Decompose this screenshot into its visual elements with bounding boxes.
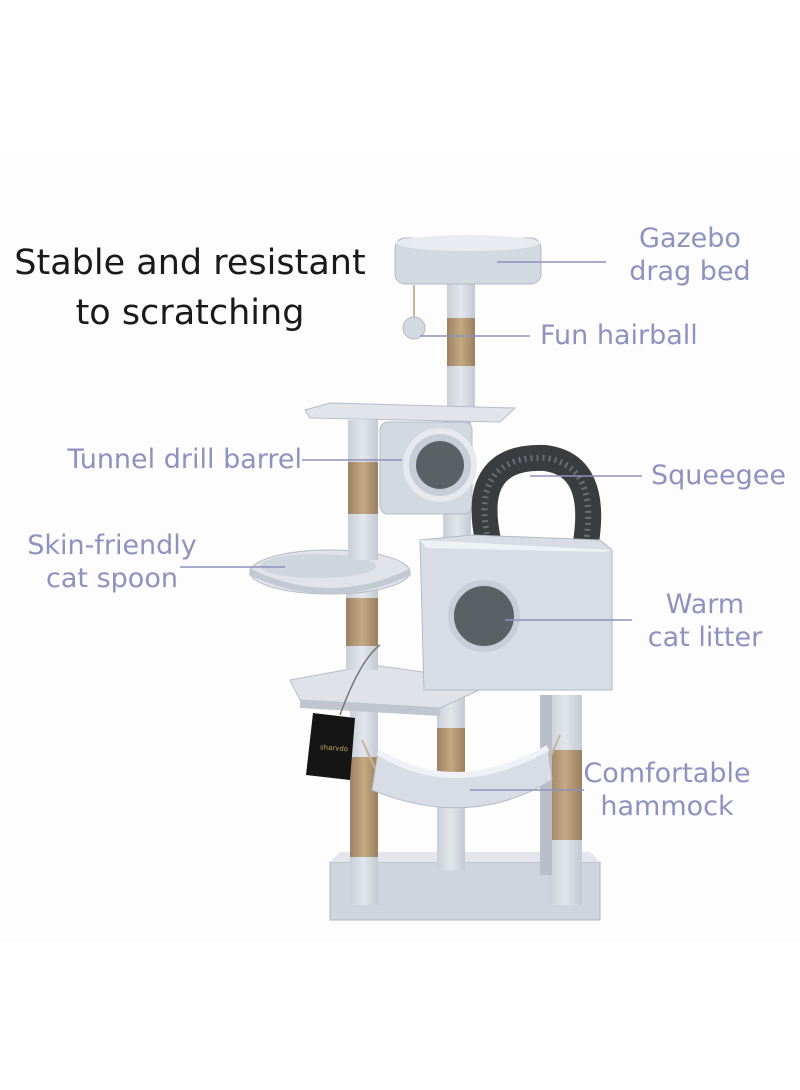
label-warm-cat-litter: Warm cat litter — [630, 588, 780, 654]
hang-tag: sharvdo — [306, 644, 381, 780]
hairball-toy — [402, 285, 426, 340]
hammock — [361, 734, 561, 809]
label-spoon-line-1: Skin-friendly — [27, 530, 197, 561]
label-gazebo-line-1: Gazebo — [639, 223, 741, 254]
squeegee-brush — [471, 444, 602, 561]
post-right-lower — [548, 695, 582, 905]
label-gazebo-drag-bed: Gazebo drag bed — [610, 222, 770, 288]
tag-brand: sharvdo — [320, 743, 349, 753]
cat-condo — [419, 534, 613, 691]
cat-spoon-bowl — [248, 549, 412, 595]
headline-line-2: to scratching — [75, 293, 305, 333]
label-fun-hairball: Fun hairball — [540, 320, 698, 351]
label-hammock-line-1: Comfortable — [583, 758, 751, 789]
post-right-back — [540, 695, 552, 875]
label-gazebo-line-2: drag bed — [629, 256, 751, 287]
headline-line-1: Stable and resistant — [14, 243, 366, 283]
label-squeegee: Squeegee — [651, 460, 786, 491]
middle-platform — [304, 402, 517, 423]
label-comfortable-hammock: Comfortable hammock — [582, 757, 752, 823]
label-skin-friendly-cat-spoon: Skin-friendly cat spoon — [22, 529, 202, 595]
label-tunnel-drill-barrel: Tunnel drill barrel — [67, 444, 302, 475]
label-hammock-line-2: hammock — [600, 791, 734, 822]
post-left-lower — [350, 700, 378, 905]
label-spoon-line-2: cat spoon — [46, 563, 178, 594]
label-litter-line-1: Warm — [665, 589, 745, 620]
base-platform — [329, 852, 601, 921]
image-panel — [0, 152, 800, 942]
gazebo-bed — [394, 235, 542, 285]
label-litter-line-2: cat litter — [647, 622, 763, 653]
post-left-middle — [346, 590, 378, 670]
headline: Stable and resistant to scratching — [10, 238, 370, 338]
post-left-upper — [348, 420, 378, 560]
leader-lines — [180, 261, 642, 791]
tunnel-barrel — [379, 421, 477, 515]
